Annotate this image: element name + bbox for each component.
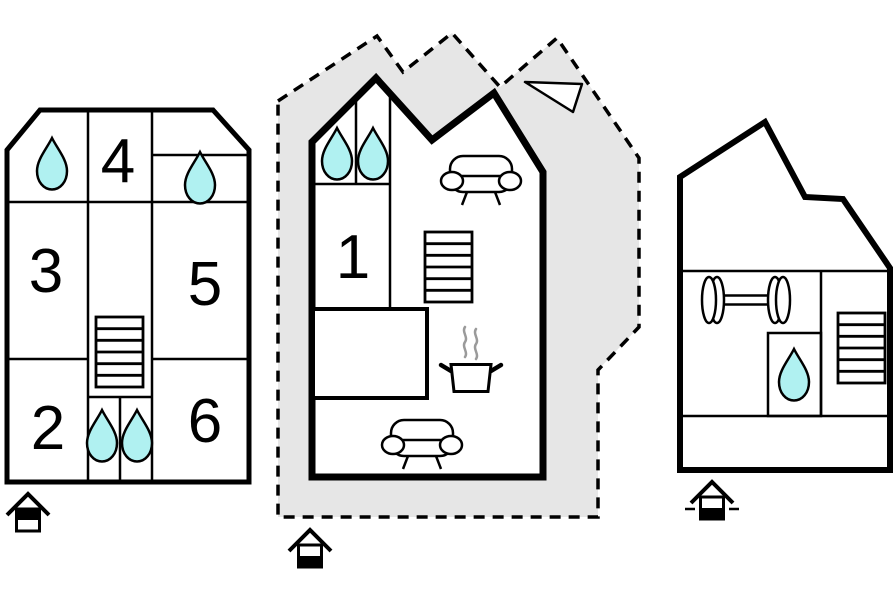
level-marker-house-icon-right <box>685 479 739 521</box>
north-arrow-icon <box>523 80 584 114</box>
room-label-2: 2 <box>31 394 65 463</box>
level-marker-house-icon-left <box>5 491 51 533</box>
bathroom-partition <box>766 331 823 418</box>
room-label-4: 4 <box>101 127 135 196</box>
building-left-floorplan: 4 3 5 2 6 <box>4 107 252 485</box>
left-building-inner-walls <box>7 110 249 482</box>
building-middle-floorplan: 1 <box>276 30 641 519</box>
room-label-5: 5 <box>188 250 222 319</box>
room-label-1: 1 <box>336 223 370 292</box>
middle-building-inner-walls <box>312 94 392 309</box>
stairs-icon <box>94 315 145 389</box>
room-label-3: 3 <box>29 237 63 306</box>
stairs-icon <box>836 311 887 385</box>
room-label-6: 6 <box>188 387 222 456</box>
stairs-icon <box>423 230 474 304</box>
building-right-floorplan <box>677 117 893 473</box>
level-marker-house-icon-middle <box>287 527 333 569</box>
stove-icon <box>438 325 504 393</box>
right-building-inner-walls <box>680 269 890 418</box>
storage-room <box>311 307 429 400</box>
